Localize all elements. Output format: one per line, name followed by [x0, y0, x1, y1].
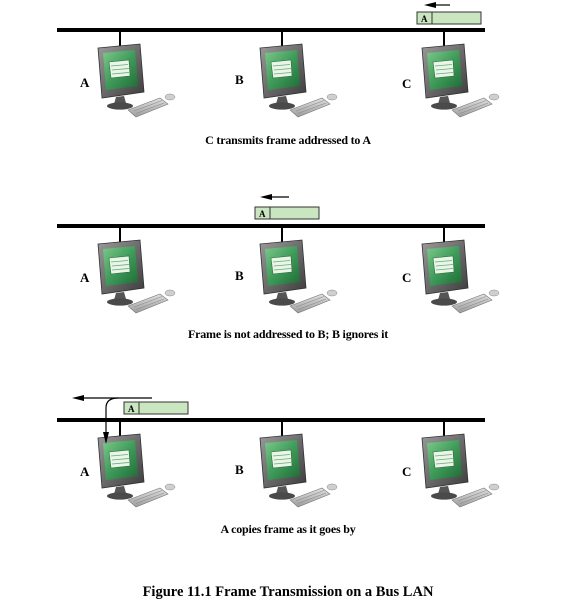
node-label-b: B	[235, 268, 244, 283]
frame-address-label: A	[128, 404, 135, 414]
computer-b-icon	[259, 421, 338, 508]
computer-b-icon	[259, 31, 338, 118]
computer-c-icon	[421, 31, 500, 118]
computer-a-icon	[97, 421, 176, 508]
node-label-a: A	[80, 75, 90, 90]
node-label-a: A	[80, 270, 90, 285]
panel-3: A B C A	[57, 395, 500, 508]
node-label-c: C	[402, 464, 411, 479]
frame-address-label: A	[259, 209, 266, 219]
frame-packet: A	[123, 401, 189, 415]
figure-caption: Figure 11.1 Frame Transmission on a Bus …	[142, 584, 434, 600]
computer-a-icon	[97, 31, 176, 118]
panel-2: A B C A	[57, 194, 500, 314]
node-label-b: B	[235, 462, 244, 477]
node-label-a: A	[80, 464, 90, 479]
node-label-b: B	[235, 72, 244, 87]
frame-packet: A	[416, 11, 482, 25]
frame-address-label: A	[421, 14, 428, 24]
computer-a-icon	[97, 227, 176, 314]
computer-c-icon	[421, 421, 500, 508]
panel-2-caption: Frame is not addressed to B; B ignores i…	[187, 327, 389, 341]
copy-down-arrow-icon	[103, 397, 119, 444]
panel-1: A B C A	[57, 2, 500, 118]
panel-3-caption: A copies frame as it goes by	[220, 522, 356, 536]
left-arrow-icon	[260, 194, 289, 200]
computer-c-icon	[421, 227, 500, 314]
left-arrow-icon	[72, 395, 152, 401]
frame-packet: A	[254, 206, 320, 220]
left-arrow-icon	[424, 2, 450, 8]
panel-1-caption: C transmits frame addressed to A	[205, 133, 371, 147]
node-label-c: C	[402, 270, 411, 285]
node-label-c: C	[402, 76, 411, 91]
computer-b-icon	[259, 227, 338, 314]
